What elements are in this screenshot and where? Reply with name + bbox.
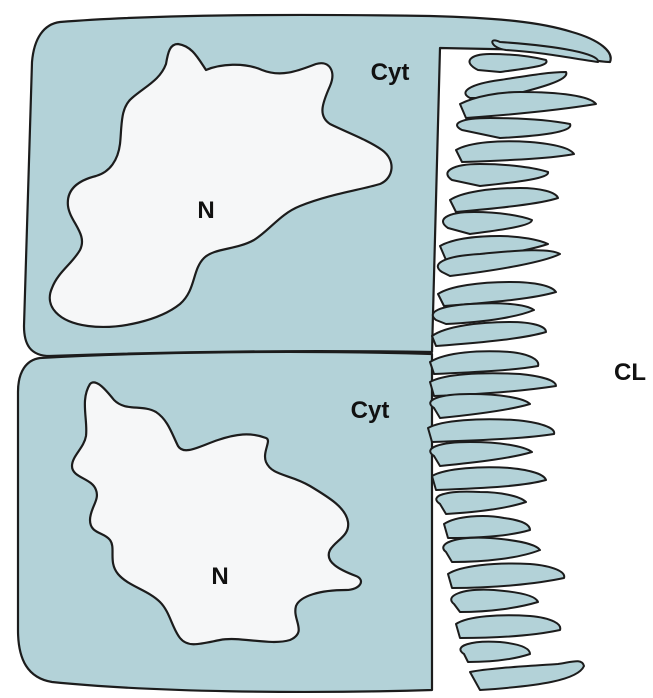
microvillus [443, 212, 532, 234]
microvillus [430, 351, 538, 374]
microvillus [432, 467, 546, 490]
microvillus [430, 442, 532, 466]
microvillus [469, 54, 546, 72]
microvillus [428, 419, 554, 442]
lower-nucleus-label: N [211, 563, 228, 590]
microvillus [448, 563, 564, 588]
microvillus [432, 322, 546, 346]
microvillus [433, 303, 534, 324]
microvillus [456, 615, 560, 638]
lower-microvilli [428, 351, 584, 690]
lumen-label: CL [614, 359, 646, 386]
microvillus [457, 118, 570, 138]
microvillus [444, 516, 530, 538]
microvillus [436, 492, 526, 514]
upper-microvilli [432, 40, 598, 346]
upper-nucleus-label: N [197, 197, 214, 224]
upper-cytoplasm-label: Cyt [371, 59, 410, 86]
microvillus [470, 661, 584, 690]
microvillus [456, 141, 574, 162]
microvillus [451, 590, 538, 612]
microvillus [460, 92, 596, 118]
microvillus [447, 164, 548, 186]
microvillus [430, 373, 556, 396]
lower-cytoplasm-label: Cyt [351, 397, 390, 424]
microvillus [460, 642, 530, 662]
microvillus [450, 188, 558, 212]
microvillus [430, 394, 530, 418]
microvillus [443, 538, 540, 562]
